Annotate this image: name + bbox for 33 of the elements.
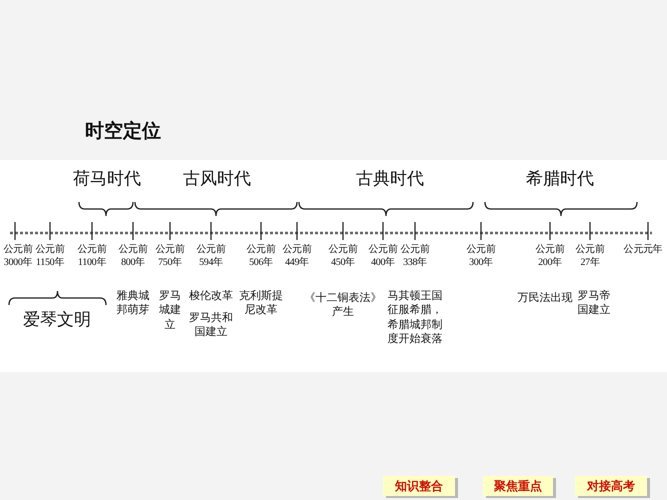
date-label: 公元前 450年 [328,243,358,269]
date-label: 公元前 449年 [282,243,312,269]
date-label: 公元前 800年 [118,243,148,269]
event-label: 《十二铜表法》产生 [304,291,382,320]
nav-button: 对接高考 [575,476,647,496]
date-label: 公元前 338年 [400,243,430,269]
date-label: 公元前 300年 [466,243,496,269]
period-label: 古风时代 [183,168,251,190]
nav-button: 知识整合 [383,476,455,496]
period-label: 荷马时代 [73,168,141,190]
title: 时空定位 [85,119,161,144]
nav-button: 聚焦重点 [483,476,553,496]
date-label: 公元前 750年 [155,243,185,269]
event-label: 罗马帝国建立 [576,289,612,318]
date-label: 公元前 1100年 [77,243,107,269]
event-label: 马其顿王国征服希腊，希腊城邦制度开始衰落 [386,289,444,346]
date-label: 公元前 3000年 [3,243,33,269]
event-label: 梭伦改革 [188,289,234,304]
event-label: 雅典城邦萌芽 [116,289,150,318]
period-label: 古典时代 [356,168,424,190]
date-label: 公元前 506年 [246,243,276,269]
date-label: 公元前 200年 [535,243,565,269]
date-label: 公元元年 [624,243,662,256]
date-label: 公元前 1150年 [35,243,65,269]
event-label: 克利斯提尼改革 [238,289,284,318]
event-label: 罗马共和国建立 [188,311,234,340]
date-label: 公元前 400年 [368,243,398,269]
period-label: 希腊时代 [526,168,594,190]
event-label: 万民法出现 [518,291,572,306]
date-label: 公元前 594年 [196,243,226,269]
date-label: 公元前 27年 [575,243,605,269]
period-label: 爱琴文明 [23,309,91,331]
event-label: 罗马城建立 [158,289,182,332]
